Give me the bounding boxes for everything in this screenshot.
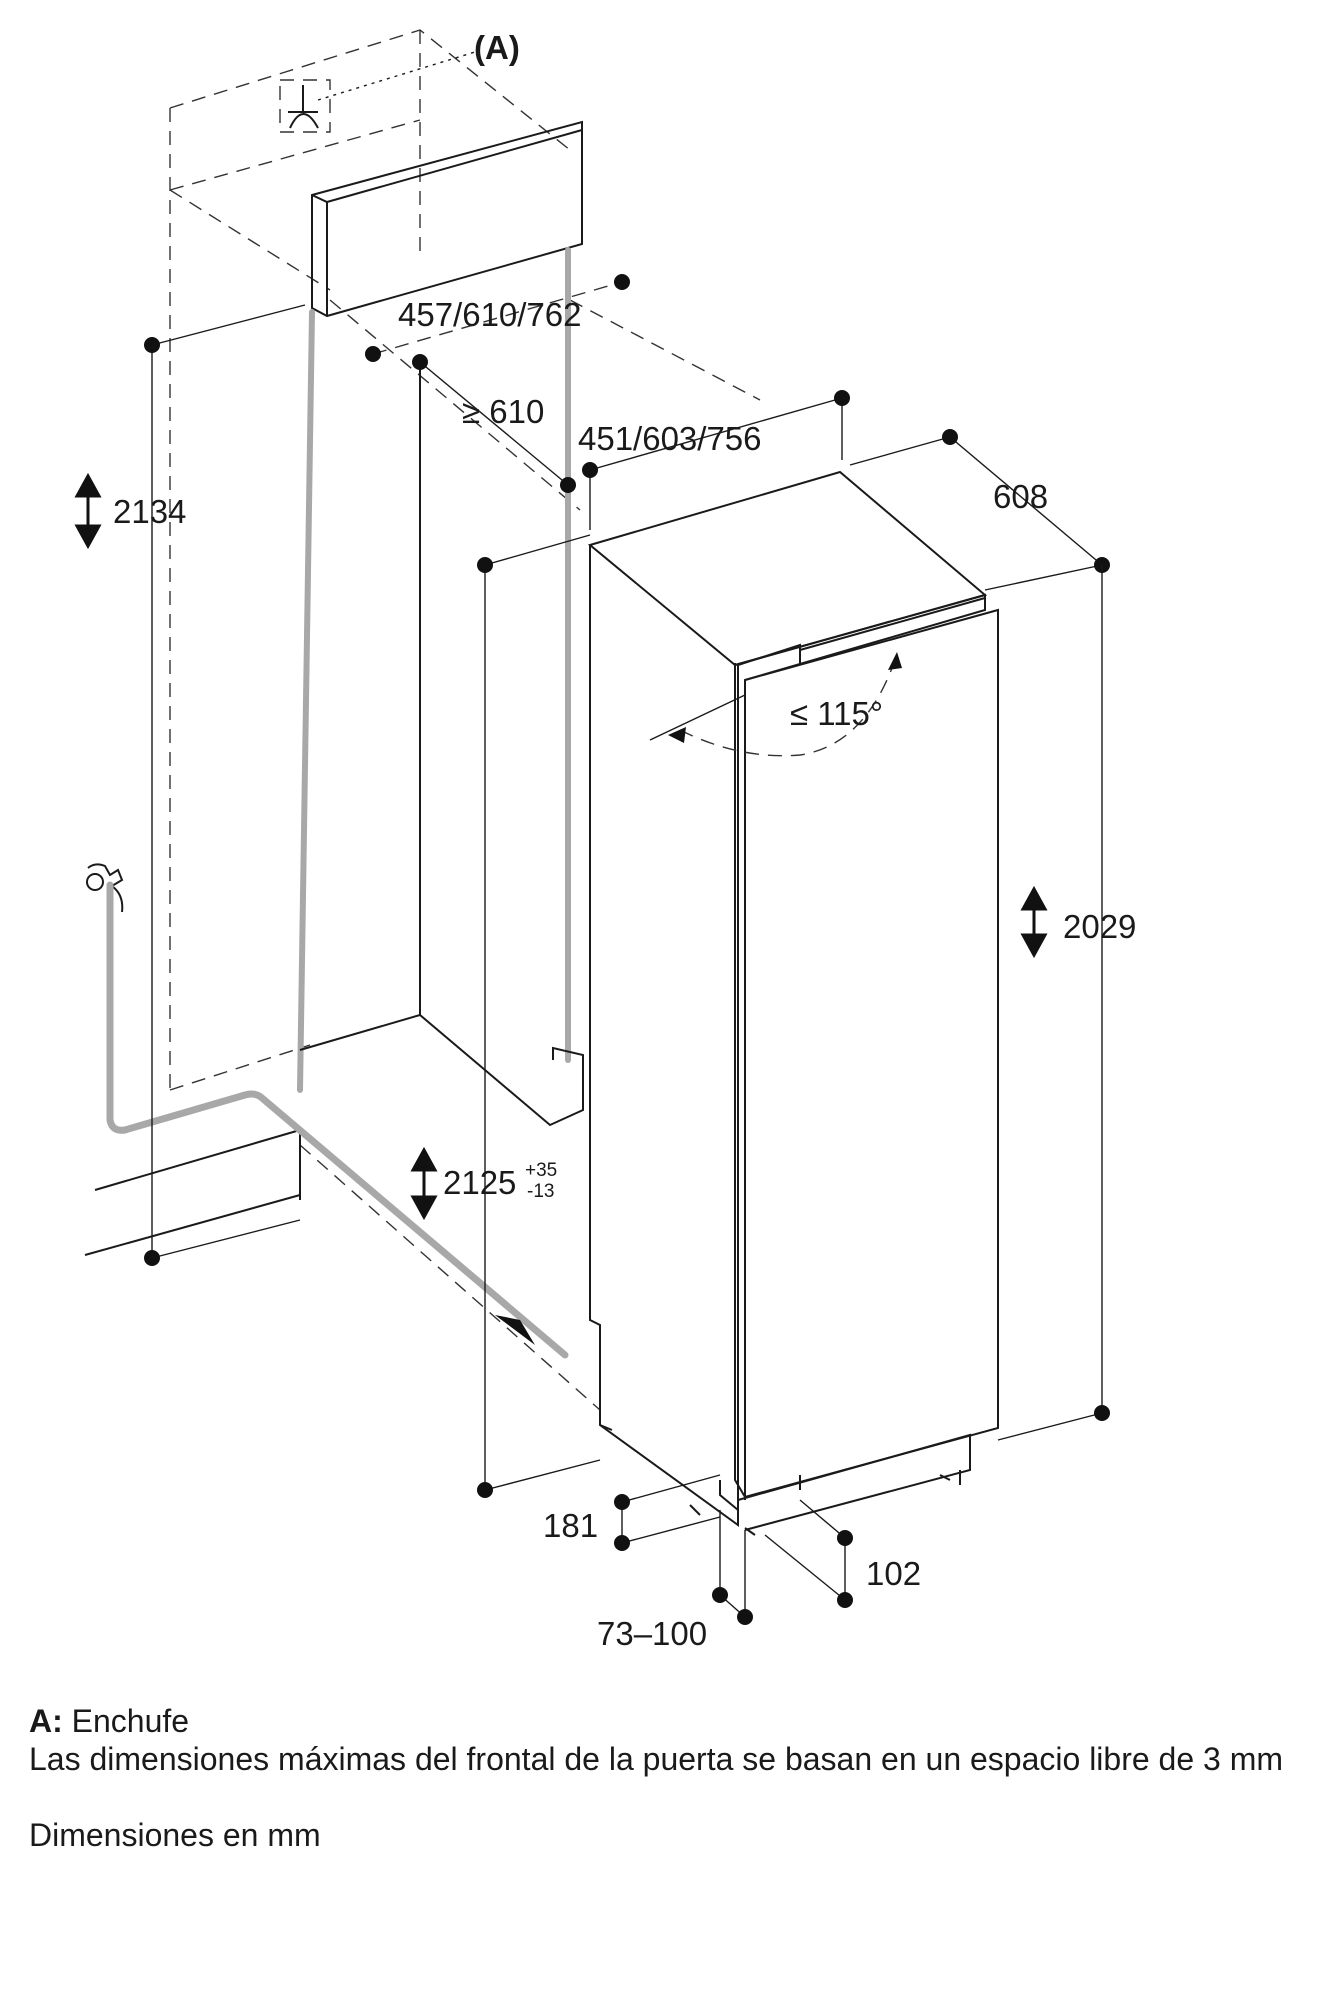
water-tap-icon	[86, 863, 124, 913]
legend-key: A:	[29, 1703, 63, 1739]
dim-plinth-depth	[764, 1499, 853, 1608]
dim-width-options	[582, 390, 850, 530]
plinth-height-label: 181	[543, 1507, 598, 1544]
plinth-range-label: 73–100	[597, 1615, 707, 1652]
dim-min-depth	[412, 354, 576, 493]
niche-side-walls	[84, 247, 584, 1256]
hose-direction-arrow	[495, 1315, 535, 1345]
min-depth-label: ≥ 610	[462, 393, 544, 430]
refrigerator	[587, 470, 999, 1536]
legend-line: A: Enchufe	[29, 1702, 1299, 1740]
plinth-depth-label: 102	[866, 1555, 921, 1592]
niche-height-label: 2125	[443, 1164, 516, 1201]
appliance-height-label: 2029	[1063, 908, 1136, 945]
socket-icon	[279, 51, 476, 133]
dim-niche-height	[410, 534, 601, 1498]
water-hose	[106, 881, 569, 1359]
width-options-label: 451/603/756	[578, 420, 762, 457]
dim-depth-options	[365, 274, 630, 362]
dim-plinth-range	[712, 1510, 753, 1625]
notes: A: Enchufe Las dimensiones máximas del f…	[29, 1702, 1299, 1854]
niche-height-plus: +35	[525, 1160, 557, 1181]
dim-appliance-width	[849, 429, 1110, 591]
cabinet-height-label: 2134	[113, 493, 186, 530]
top-cabinet	[311, 120, 583, 318]
dim-appliance-height	[997, 565, 1110, 1441]
depth-options-label: 457/610/762	[398, 296, 582, 333]
legend-text: Enchufe	[71, 1703, 190, 1739]
door-swing-indicator	[649, 652, 902, 757]
connection-label: (A)	[474, 29, 520, 66]
installation-diagram: (A) ≤ 115°	[74, 29, 1136, 1652]
door-note: Las dimensiones máximas del frontal de l…	[29, 1741, 1284, 1777]
dim-2134	[74, 304, 306, 1266]
niche-height-minus: -13	[527, 1181, 554, 1202]
appliance-width-label: 608	[993, 478, 1048, 515]
niche-outline	[169, 29, 761, 1411]
units-note: Dimensiones en mm	[29, 1817, 321, 1853]
dim-plinth-height	[614, 1474, 721, 1551]
door-angle-label: ≤ 115°	[790, 695, 883, 732]
